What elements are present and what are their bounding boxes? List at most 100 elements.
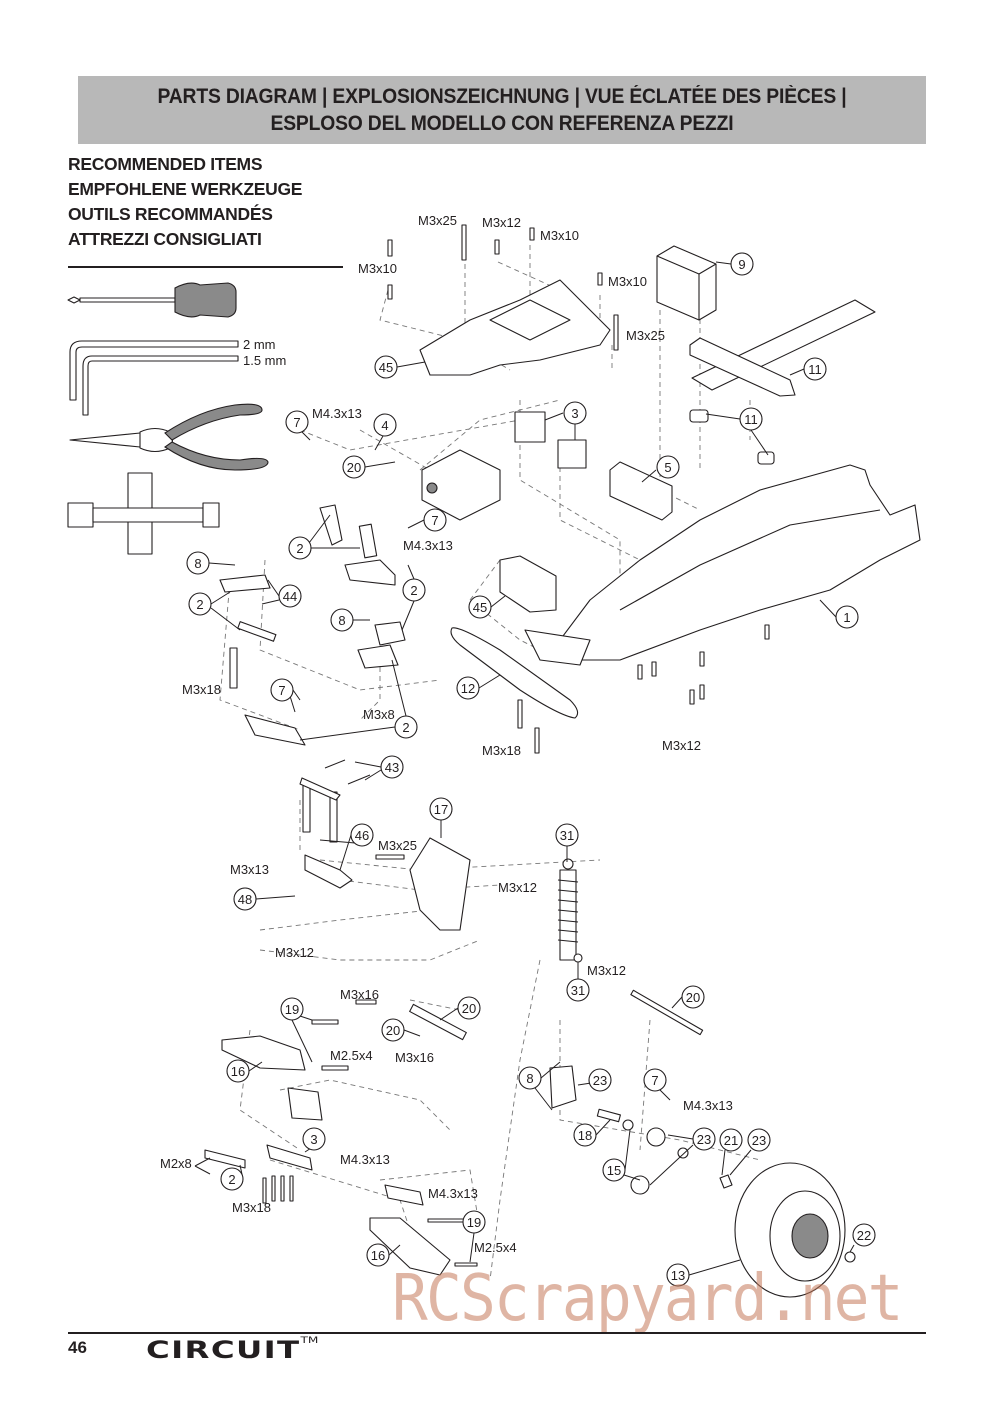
callout-number: 23 — [752, 1133, 766, 1148]
battery-part-5 — [609, 461, 673, 521]
callout-part-16: 16 — [226, 1059, 250, 1083]
callout-number: 2 — [402, 720, 409, 735]
callout-number: 5 — [664, 460, 671, 475]
callout-number: 7 — [651, 1073, 658, 1088]
upper-deck-part-45 — [419, 279, 611, 376]
wrench-2mm-label: 2 mm — [243, 337, 276, 352]
callout-number: 7 — [278, 683, 285, 698]
callout-part-31: 31 — [566, 978, 590, 1002]
recommended-it: ATTREZZI CONSIGLIATI — [68, 229, 262, 249]
callout-number: 7 — [431, 513, 438, 528]
callout-part-19: 19 — [280, 997, 304, 1021]
screw-size-label: M2.5x4 — [474, 1240, 517, 1255]
callout-number: 2 — [410, 583, 417, 598]
callout-circle — [681, 985, 705, 1009]
wrench-1.5mm-label: 1.5 mm — [243, 353, 286, 368]
callout-number: 15 — [607, 1163, 621, 1178]
callout-number: 31 — [571, 983, 585, 998]
callout-part-18: 18 — [573, 1123, 597, 1147]
callout-number: 31 — [560, 828, 574, 843]
body-clips-part-43 — [324, 759, 371, 785]
screw-size-label: M3x12 — [498, 880, 537, 895]
callout-number: 23 — [593, 1073, 607, 1088]
screw-size-label: M4.3x13 — [340, 1152, 390, 1167]
callout-number: 20 — [686, 990, 700, 1005]
callout-part-13: 13 — [666, 1263, 690, 1287]
screw-size-label: M3x25 — [626, 328, 665, 343]
title-line-2: ESPLOSO DEL MODELLO CON REFERENZA PEZZI — [270, 112, 734, 135]
screw-size-label: M4.3x13 — [403, 538, 453, 553]
callout-part-7: 7 — [423, 508, 447, 532]
servo-mounts-part-3 — [514, 411, 587, 469]
callout-part-2: 2 — [220, 1167, 244, 1191]
screw-size-label: M3x10 — [608, 274, 647, 289]
callout-number: 20 — [462, 1001, 476, 1016]
screwdriver-icon — [67, 282, 237, 318]
callout-circle — [226, 1059, 250, 1083]
screw-size-label: M3x8 — [363, 707, 395, 722]
bulkhead-part-3 — [204, 1144, 313, 1171]
callout-circle — [730, 252, 754, 276]
wheel-part-13 — [734, 1162, 856, 1298]
callout-part-2: 2 — [288, 536, 312, 560]
brand-name: CIRCUIT — [146, 1336, 301, 1364]
callout-part-48: 48 — [233, 887, 257, 911]
callout-part-7: 7 — [643, 1068, 667, 1092]
callout-number: 3 — [571, 406, 578, 421]
callout-number: 2 — [296, 541, 303, 556]
callout-part-45: 45 — [468, 595, 492, 619]
callout-number: 2 — [196, 597, 203, 612]
callout-circle — [468, 595, 492, 619]
callout-circle — [835, 605, 859, 629]
callout-part-20: 20 — [342, 455, 366, 479]
screw-size-label: M3x12 — [482, 215, 521, 230]
callout-part-5: 5 — [656, 455, 680, 479]
callout-circle — [381, 1018, 405, 1042]
callout-part-1: 1 — [835, 605, 859, 629]
screw-size-label: M2.5x4 — [330, 1048, 373, 1063]
callout-number: 11 — [744, 412, 758, 427]
callout-number: 20 — [386, 1023, 400, 1038]
callout-circle — [666, 1263, 690, 1287]
callout-circle — [366, 1243, 390, 1267]
callout-circle — [402, 578, 426, 602]
shock-tower-part-17 — [409, 837, 471, 931]
callout-part-4: 4 — [373, 413, 397, 437]
callout-number: 46 — [355, 828, 369, 843]
callout-number: 7 — [293, 415, 300, 430]
steering-parts-part-2 — [219, 504, 406, 746]
lower-arm-part-16 — [369, 1184, 451, 1276]
callout-part-11: 11 — [803, 357, 827, 381]
battery-clips-part-11 — [689, 409, 775, 465]
callout-circle — [852, 1223, 876, 1247]
screw-size-label: M3x16 — [395, 1050, 434, 1065]
callout-part-7: 7 — [285, 410, 309, 434]
callout-part-23: 23 — [692, 1127, 716, 1151]
screw-size-label: M3x12 — [275, 945, 314, 960]
title-banner: PARTS DIAGRAM | EXPLOSIONSZEICHNUNG | VU… — [78, 76, 926, 144]
callout-number: 16 — [231, 1064, 245, 1079]
callout-part-23: 23 — [588, 1068, 612, 1092]
callout-circle — [350, 823, 374, 847]
callout-part-31: 31 — [555, 823, 579, 847]
battery-strap-part-11 — [689, 299, 876, 397]
hex-wrench-2mm-icon — [69, 340, 239, 401]
callout-circle — [643, 1068, 667, 1092]
shock-part-31 — [557, 858, 583, 963]
screw-size-label: M2x8 — [160, 1156, 192, 1171]
brand-logo: CIRCUITTM — [146, 1336, 318, 1364]
screw-size-label: M4.3x13 — [428, 1186, 478, 1201]
callout-part-3: 3 — [302, 1127, 326, 1151]
callout-number: 20 — [347, 460, 361, 475]
callout-circle — [555, 823, 579, 847]
page-number: 46 — [68, 1338, 87, 1357]
servo-part — [421, 449, 501, 521]
callout-circle — [394, 715, 418, 739]
callout-circle — [285, 410, 309, 434]
callout-part-12: 12 — [456, 676, 480, 700]
screw-size-label: M3x16 — [340, 987, 379, 1002]
callout-part-2: 2 — [394, 715, 418, 739]
callout-part-23: 23 — [747, 1128, 771, 1152]
callout-number: 12 — [461, 681, 475, 696]
callout-part-8: 8 — [186, 551, 210, 575]
